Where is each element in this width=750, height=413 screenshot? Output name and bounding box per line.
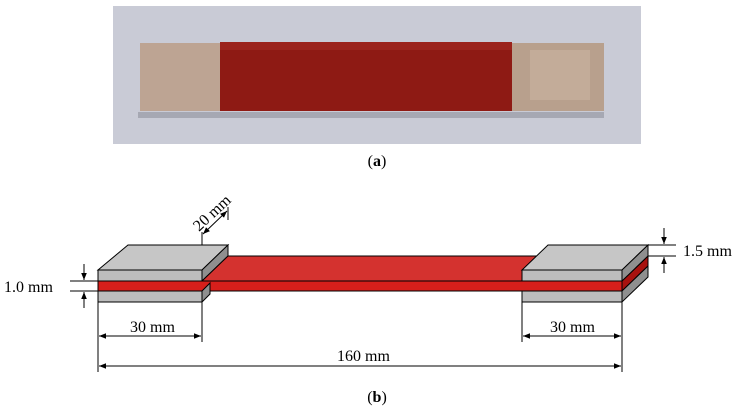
dimension-lines bbox=[70, 207, 676, 372]
specimen-schematic bbox=[96, 243, 650, 304]
red-core-front bbox=[97, 280, 623, 292]
photo-red-highlight bbox=[220, 42, 512, 50]
photo-left-tab-shade bbox=[140, 43, 220, 111]
right-tab-length-label: 30 mm bbox=[550, 319, 595, 336]
coating-thickness-label: 1.5 mm bbox=[683, 243, 732, 260]
total-length-label: 160 mm bbox=[337, 348, 390, 365]
right-tab-upper-front bbox=[521, 269, 623, 282]
photo-left-metal-tab bbox=[140, 43, 220, 111]
left-tab-lower-front bbox=[97, 290, 203, 303]
red-strip-top-face bbox=[200, 255, 550, 282]
panel-b-label: (b) bbox=[367, 389, 387, 406]
width-dimension-arrow bbox=[202, 210, 228, 235]
left-tab-lower-side bbox=[201, 281, 211, 304]
left-tab-upper-front bbox=[97, 269, 203, 282]
core-thickness-label: 1.0 mm bbox=[4, 279, 53, 296]
right-tab-lower-side bbox=[621, 264, 649, 304]
panel-a-label: (a) bbox=[368, 153, 387, 170]
photo-red-coating bbox=[220, 42, 512, 111]
photo-shadow bbox=[138, 112, 604, 118]
photo-panel-a bbox=[113, 6, 641, 144]
right-tab-lower-front bbox=[521, 290, 623, 303]
left-tab-length-label: 30 mm bbox=[130, 319, 175, 336]
photo-right-tab-shade bbox=[530, 50, 590, 100]
